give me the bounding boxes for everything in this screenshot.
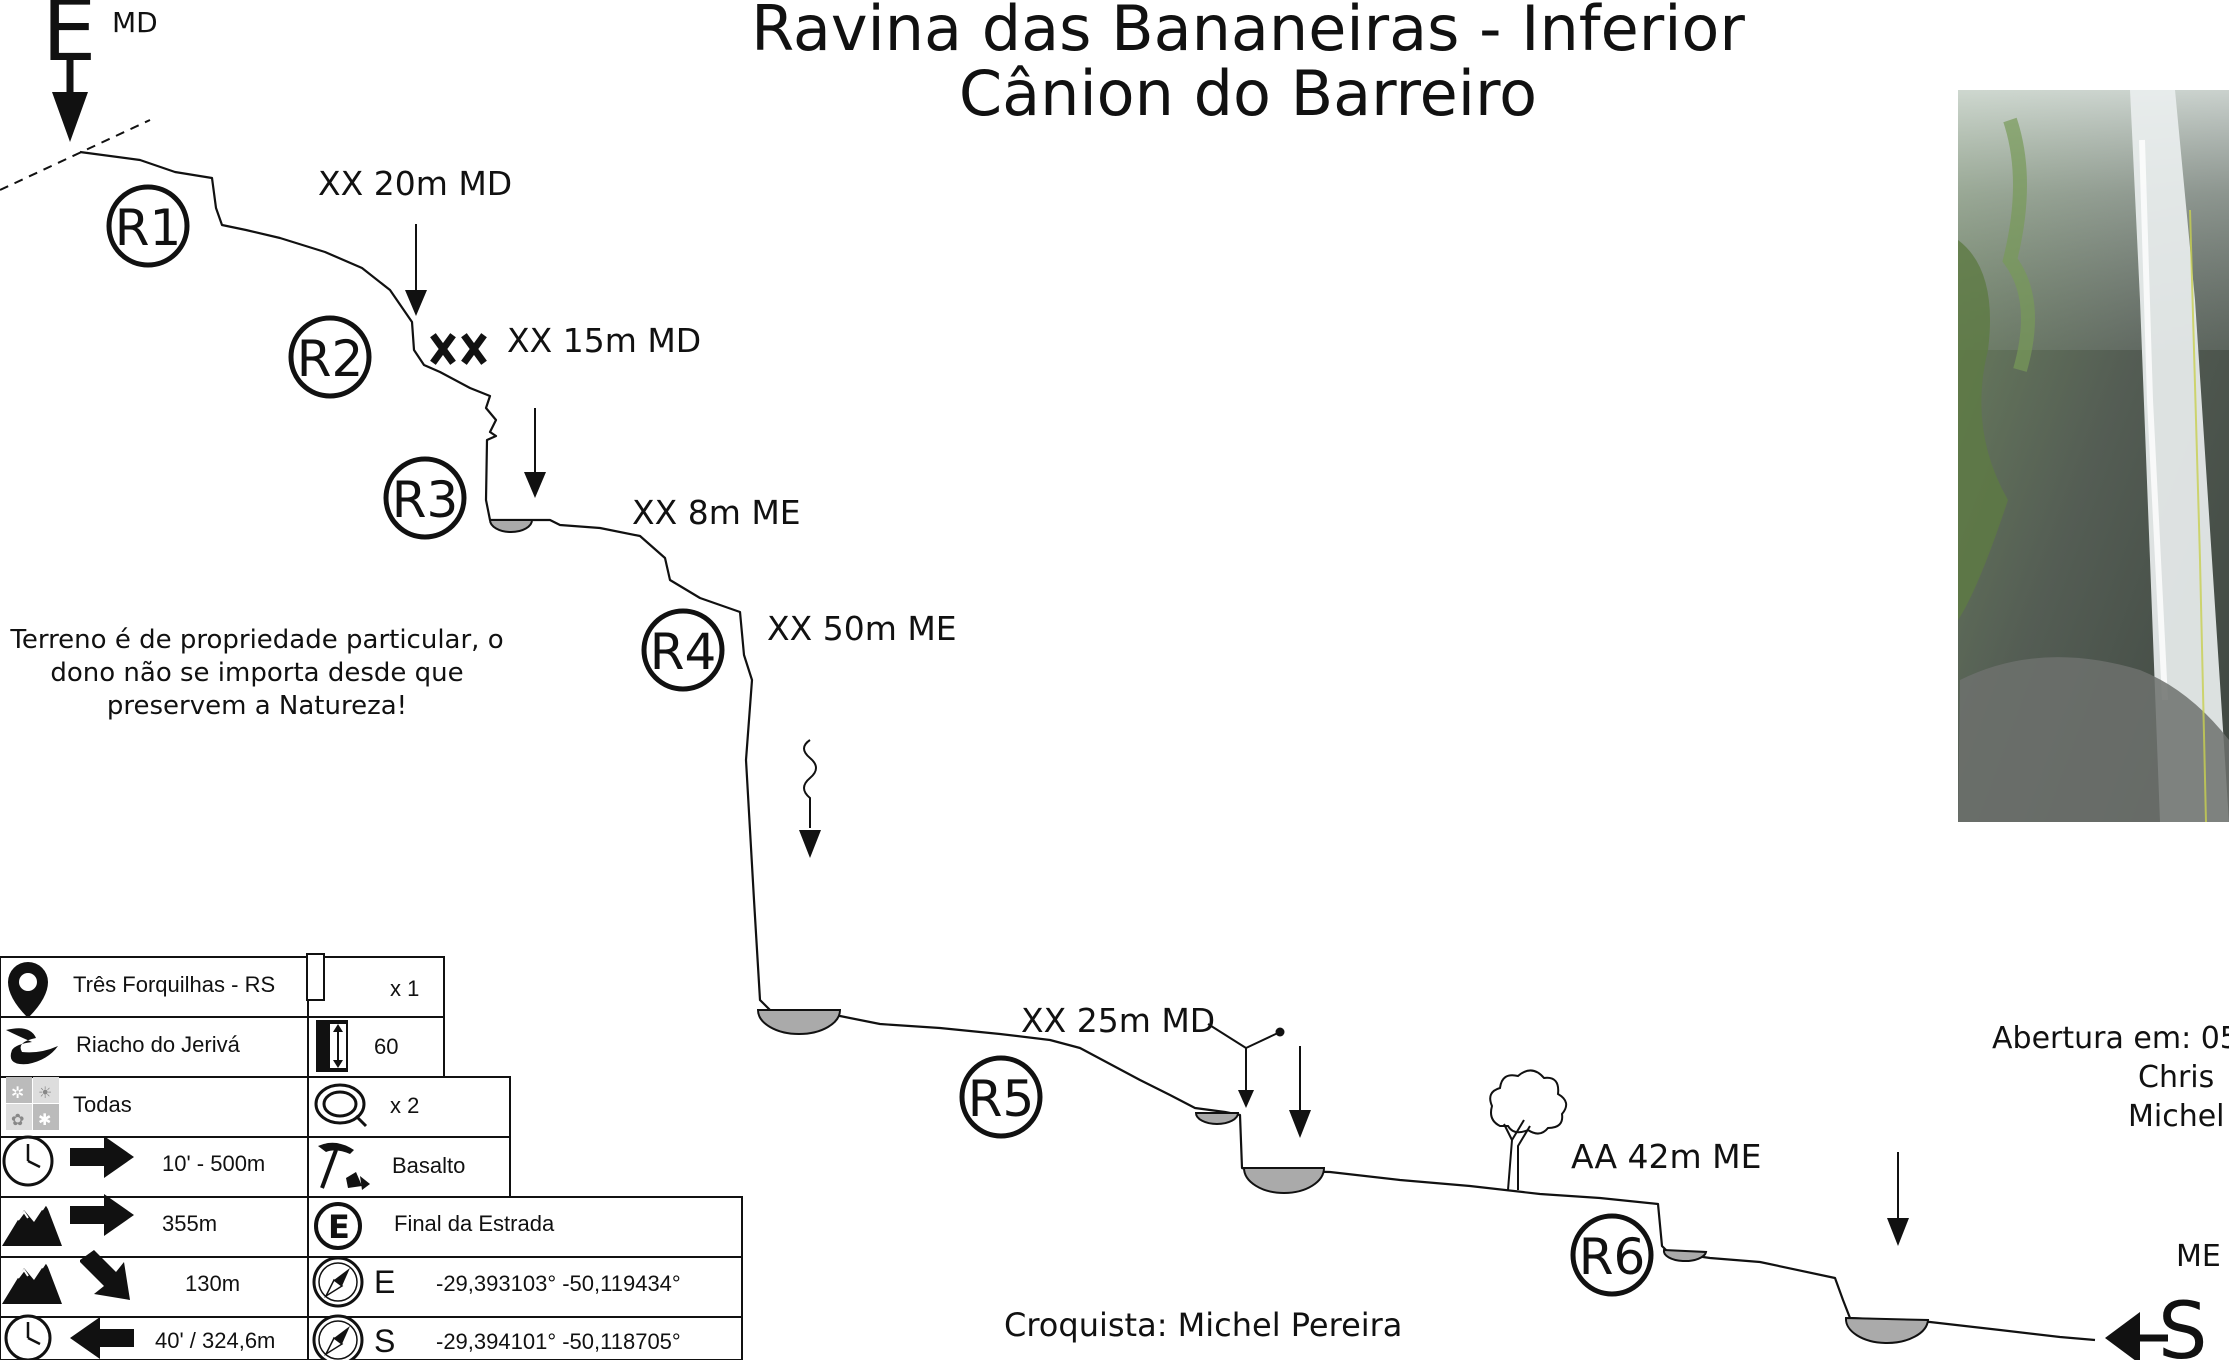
arrow-down-icon: [524, 408, 546, 498]
rappel-r2: R2: [288, 315, 372, 399]
rappel-id: R1: [115, 199, 182, 257]
anchor-label-r6: AA 42m ME: [1571, 1137, 1762, 1176]
rappel-r6: R6: [1570, 1213, 1654, 1297]
clock-icon: [4, 1314, 52, 1360]
info-location: Três Forquilhas - RS: [73, 972, 275, 997]
waterfall-arrow-icon: [799, 739, 821, 858]
note-line-2: dono não se importa desde que: [50, 658, 463, 688]
pool-r5b: [1242, 1167, 1326, 1194]
compass-icon: [312, 1314, 364, 1360]
anchor-label-r3: XX 8m ME: [632, 493, 801, 532]
rappel-id: R4: [650, 623, 717, 681]
info-river: Riacho do Jerivá: [76, 1032, 241, 1057]
pool-r6a: [1662, 1248, 1708, 1263]
opener-1: Chris: [2138, 1060, 2214, 1095]
info-approach: 10' - 500m: [162, 1151, 265, 1176]
seasons-icon: ✲ ☀ ✿ ✱: [6, 1077, 59, 1130]
pool-r5a: [1194, 1112, 1240, 1125]
parking-e-icon: E: [314, 1202, 362, 1250]
entrance-side: MD: [112, 6, 158, 39]
canyon-profile-line: [79, 150, 2096, 1342]
arrow-right-icon: [70, 1136, 134, 1178]
svg-text:✱: ✱: [38, 1110, 51, 1129]
info-ropes: x 2: [390, 1093, 419, 1118]
rappel-r1: R1: [106, 184, 190, 268]
info-rock: Basalto: [392, 1153, 465, 1178]
anchor-label-r5: XX 25m MD: [1021, 1001, 1215, 1040]
note-line-3: preservem a Natureza!: [107, 691, 407, 721]
coord-exit: -29,394101° -50,118705°: [436, 1329, 681, 1354]
rappel-id: R6: [1579, 1228, 1646, 1286]
rappel-r5: R5: [959, 1055, 1043, 1139]
exit-letter: S: [2158, 1287, 2208, 1360]
rappel-r4: R4: [641, 608, 725, 692]
arrow-left-icon: [70, 1317, 134, 1359]
note-line-1: Terreno é de propriedade particular, o: [9, 625, 503, 655]
svg-text:☀: ☀: [38, 1083, 52, 1102]
info-descent: 130m: [185, 1271, 240, 1296]
info-parking: Final da Estrada: [394, 1211, 555, 1236]
compass-icon: [312, 1256, 364, 1308]
anchor-label-r1: XX 20m MD: [318, 164, 512, 203]
coord-entry: -29,393103° -50,119434°: [436, 1271, 681, 1296]
arrow-down-icon: [405, 224, 427, 316]
info-return: 40' / 324,6m: [155, 1328, 275, 1353]
entrance-icon: E: [42, 0, 96, 142]
mountain-icon: [2, 1202, 62, 1246]
exit-side: ME: [2176, 1239, 2221, 1274]
arrow-down-icon: [1289, 1046, 1311, 1138]
tree-icon: [1489, 1069, 1568, 1191]
anchor-label-r2: XX 15m MD: [507, 321, 701, 360]
opener-2: Michel: [2128, 1099, 2225, 1134]
pool-r3: [488, 519, 534, 533]
rope-length-icon: [316, 1020, 348, 1072]
title-line-1: Ravina das Bananeiras - Inferior: [751, 0, 1745, 65]
info-longest-rope: 60: [374, 1034, 398, 1059]
rock-hammer-icon: [318, 1142, 370, 1190]
river-icon: [6, 1028, 58, 1065]
svg-text:✿: ✿: [11, 1110, 24, 1129]
rappel-id: R5: [968, 1070, 1035, 1128]
title-line-2: Cânion do Barreiro: [959, 57, 1537, 130]
exit-icon: S: [2105, 1287, 2208, 1360]
info-wetsuit: x 1: [390, 976, 419, 1001]
coord-exit-label: S: [374, 1323, 395, 1359]
mountain-icon: [2, 1260, 62, 1304]
info-elevation: 355m: [162, 1211, 217, 1236]
arrow-down-icon: [1887, 1152, 1909, 1246]
sketcher-credit: Croquista: Michel Pereira: [1004, 1306, 1402, 1344]
arrow-down-right-icon: [80, 1250, 130, 1300]
info-season: Todas: [73, 1092, 132, 1117]
svg-text:E: E: [328, 1208, 350, 1246]
anchor-label-r4: XX 50m ME: [767, 609, 957, 648]
svg-text:✲: ✲: [11, 1083, 24, 1102]
rappel-r3: R3: [383, 456, 467, 540]
wetsuit-icon: [306, 953, 325, 1001]
map-pin-icon: [8, 962, 48, 1018]
entrance-trail: [0, 119, 151, 191]
clock-icon: [2, 1135, 54, 1187]
rappel-id: R2: [297, 330, 364, 388]
pool-r4: [756, 1009, 842, 1035]
deviation-icon: [1207, 1023, 1285, 1108]
waterfall-photo: [1958, 90, 2229, 822]
rappel-id: R3: [392, 471, 459, 529]
rope-icon: [314, 1083, 368, 1128]
opening-date: Abertura em: 05: [1992, 1021, 2229, 1056]
coord-entry-label: E: [374, 1264, 395, 1300]
broken-anchor-icon: [430, 333, 487, 365]
arrow-right-icon: [70, 1194, 134, 1236]
pool-r6b: [1844, 1316, 1930, 1345]
